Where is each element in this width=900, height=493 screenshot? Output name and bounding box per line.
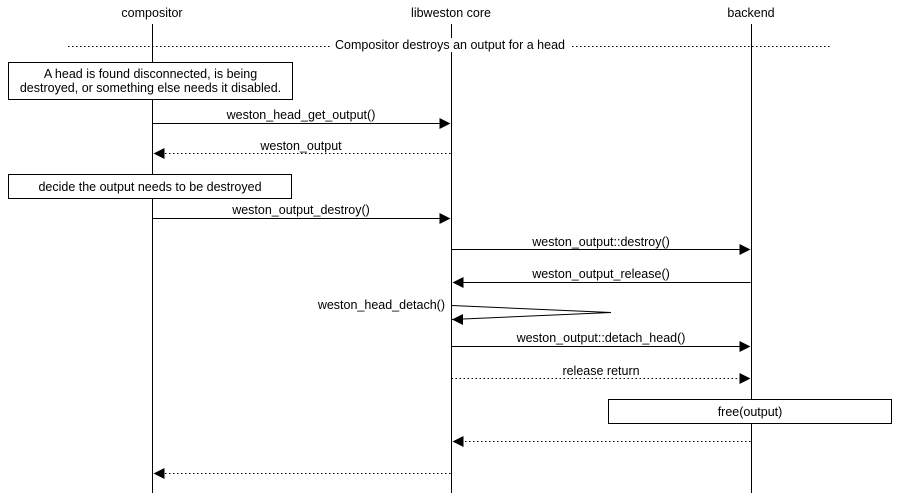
- message-label-msg-weston-output-colon-destroy: weston_output::destroy(): [528, 235, 674, 249]
- arrow-head: [452, 436, 464, 447]
- message-msg-weston-output: [153, 148, 451, 159]
- message-msg-backend-return: [452, 436, 751, 447]
- message-msg-weston-output-destroy: [152, 213, 451, 224]
- message-msg-weston-output-colon-destroy: [451, 244, 751, 255]
- note-decide-destroy: decide the output needs to be destroyed: [8, 174, 292, 199]
- message-label-msg-weston-head-get-output: weston_head_get_output(): [222, 108, 380, 122]
- note-head-disconnected-text: A head is found disconnected, is being d…: [19, 67, 282, 95]
- arrow-head: [739, 244, 751, 255]
- message-msg-weston-output-detach-head: [451, 341, 751, 352]
- divider-label: Compositor destroys an output for a head: [330, 38, 570, 52]
- message-label-msg-weston-output-destroy: weston_output_destroy(): [228, 203, 374, 217]
- message-msg-weston-head-detach: [451, 305, 612, 325]
- note-free-output: free(output): [608, 399, 892, 424]
- message-msg-weston-head-get-output: [152, 118, 451, 129]
- arrow-head: [739, 341, 751, 352]
- message-label-msg-weston-output: weston_output: [256, 139, 346, 153]
- actor-label-compositor: compositor: [121, 6, 183, 20]
- message-label-msg-release-return: release return: [558, 364, 644, 378]
- arrow-head: [153, 468, 165, 479]
- note-decide-destroy-text: decide the output needs to be destroyed: [38, 179, 262, 194]
- arrow-head: [452, 277, 464, 288]
- arrow-head: [153, 148, 165, 159]
- actor-label-backend: backend: [727, 6, 775, 20]
- message-label-msg-weston-output-detach-head: weston_output::detach_head(): [512, 331, 690, 345]
- arrow-head: [452, 314, 463, 325]
- self-call-shaft: [451, 312, 612, 320]
- message-msg-release-return: [451, 373, 751, 384]
- actor-label-libweston-core: libweston core: [411, 6, 491, 20]
- arrow-head: [739, 373, 751, 384]
- message-label-msg-weston-output-release: weston_output_release(): [528, 267, 674, 281]
- note-head-disconnected: A head is found disconnected, is being d…: [8, 62, 293, 100]
- note-free-output-text: free(output): [717, 404, 783, 419]
- message-msg-weston-output-release: [452, 277, 751, 288]
- message-msg-core-return: [153, 468, 451, 479]
- message-label-msg-weston-head-detach: weston_head_detach(): [313, 298, 449, 312]
- self-call-shaft: [451, 305, 612, 313]
- arrow-head: [439, 213, 451, 224]
- arrow-head: [439, 118, 451, 129]
